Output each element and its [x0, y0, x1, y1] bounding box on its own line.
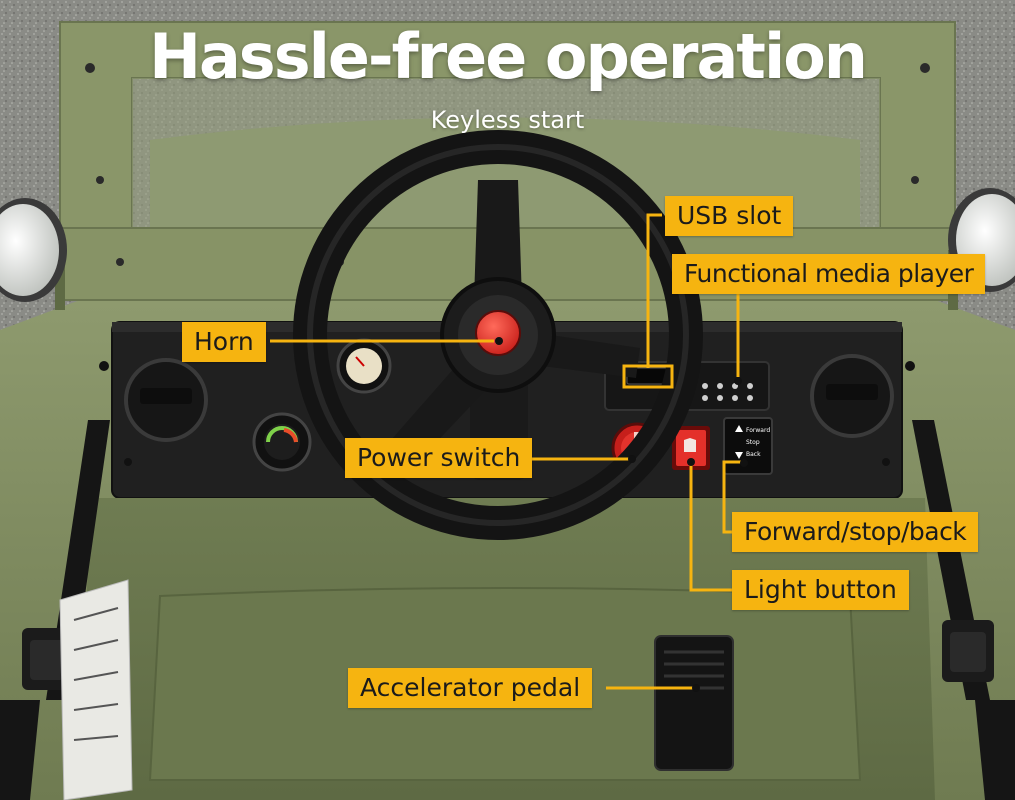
left-mirror	[0, 198, 67, 310]
callout-media-player: Functional media player	[672, 254, 986, 294]
horn-button	[475, 310, 521, 356]
callout-forward-stop-back: Forward/stop/back	[732, 512, 979, 552]
left-air-vent	[124, 358, 208, 442]
right-seat-belt	[912, 420, 1015, 800]
callout-dots	[495, 337, 748, 692]
callout-accelerator-pedal: Accelerator pedal	[348, 668, 593, 708]
direction-stop-text: Stop	[746, 439, 760, 446]
speedometer-gauge	[336, 338, 392, 394]
callout-light-button: Light button	[732, 570, 909, 610]
callout-power-switch: Power switch	[345, 438, 533, 478]
accelerator-pedal	[654, 635, 734, 771]
dashboard-bolts	[99, 361, 915, 466]
steering-wheel	[293, 130, 703, 540]
callout-usb-slot: USB slot	[665, 196, 794, 236]
right-air-vent	[810, 354, 894, 438]
warning-sticker	[59, 579, 133, 800]
callout-horn: Horn	[182, 322, 266, 362]
subheadline: Keyless start	[430, 106, 585, 134]
direction-back-text: Back	[746, 451, 761, 458]
direction-switch: Forward Stop Back	[723, 417, 773, 475]
light-button	[672, 426, 710, 470]
battery-gauge	[252, 412, 312, 472]
direction-forward-text: Forward	[746, 427, 770, 434]
callout-lines	[270, 213, 744, 690]
headline: Hassle-free operation	[149, 20, 868, 93]
